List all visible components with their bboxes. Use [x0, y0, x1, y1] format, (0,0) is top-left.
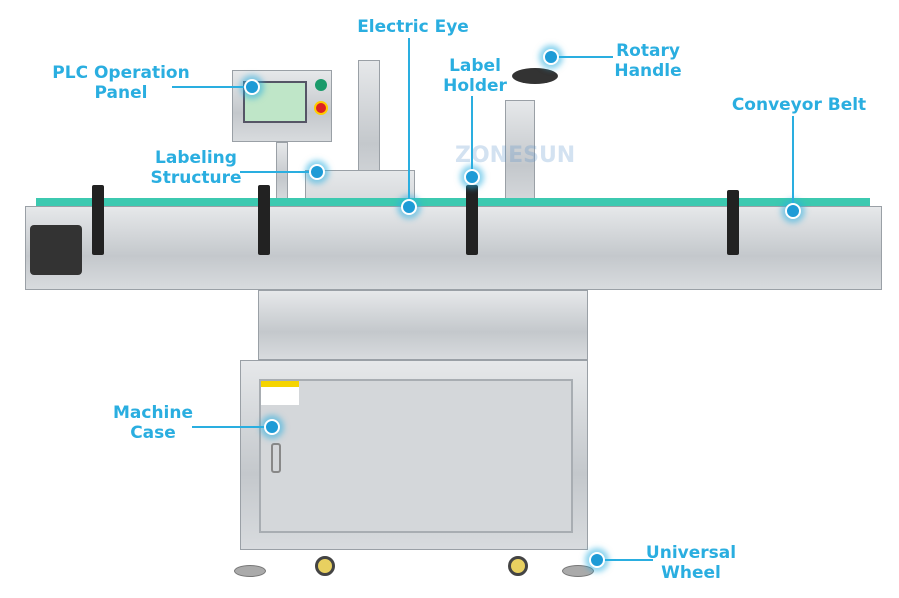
- warning-sticker: [261, 381, 299, 405]
- callout-text: Electric Eye: [357, 17, 469, 37]
- rotary-handle-wheel: [512, 68, 558, 84]
- callout-line: [792, 116, 794, 211]
- callout-text: Labeling: [155, 148, 237, 168]
- door-handle: [271, 443, 281, 473]
- callout-text: Label: [449, 56, 501, 76]
- upper-body: [258, 290, 588, 360]
- callout-line: [192, 426, 272, 428]
- callout-dot: [244, 79, 260, 95]
- conveyor-frame: [25, 206, 882, 290]
- callout-text: Holder: [443, 76, 507, 96]
- watermark: ZONESUN: [455, 143, 576, 168]
- caster-wheel: [315, 556, 335, 576]
- callout-electric-eye: Electric Eye: [357, 17, 469, 37]
- callout-dot: [589, 552, 605, 568]
- case-door: [259, 379, 573, 533]
- emergency-stop: [314, 101, 328, 115]
- callout-text: Wheel: [661, 563, 721, 583]
- label-holder-column: [505, 100, 535, 210]
- callout-text: Panel: [94, 83, 148, 103]
- callout-dot: [543, 49, 559, 65]
- callout-text: Conveyor Belt: [731, 95, 867, 115]
- motor: [30, 225, 82, 275]
- callout-text: Case: [130, 423, 176, 443]
- callout-dot: [264, 419, 280, 435]
- foot: [562, 565, 594, 577]
- callout-text: Universal: [645, 543, 737, 563]
- callout-line: [240, 171, 317, 173]
- guide-knob: [92, 185, 104, 255]
- guide-knob: [727, 190, 739, 255]
- callout-text: Handle: [614, 61, 682, 81]
- callout-line: [471, 96, 473, 177]
- callout-text: Machine: [112, 403, 194, 423]
- start-button: [315, 79, 327, 91]
- callout-line: [551, 56, 613, 58]
- caster-wheel: [508, 556, 528, 576]
- foot: [234, 565, 266, 577]
- callout-dot: [309, 164, 325, 180]
- callout-line: [597, 559, 653, 561]
- conveyor-belt: [36, 198, 870, 206]
- machine-case: [240, 360, 588, 550]
- callout-dot: [464, 169, 480, 185]
- callout-line: [408, 38, 410, 207]
- callout-text: Structure: [150, 168, 242, 188]
- callout-text: PLC Operation: [52, 63, 190, 83]
- callout-line: [172, 86, 252, 88]
- callout-dot: [401, 199, 417, 215]
- guide-knob: [466, 185, 478, 255]
- guide-knob: [258, 185, 270, 255]
- callout-dot: [785, 203, 801, 219]
- callout-text: Rotary: [616, 41, 680, 61]
- callout-conveyor-belt: Conveyor Belt: [732, 95, 866, 115]
